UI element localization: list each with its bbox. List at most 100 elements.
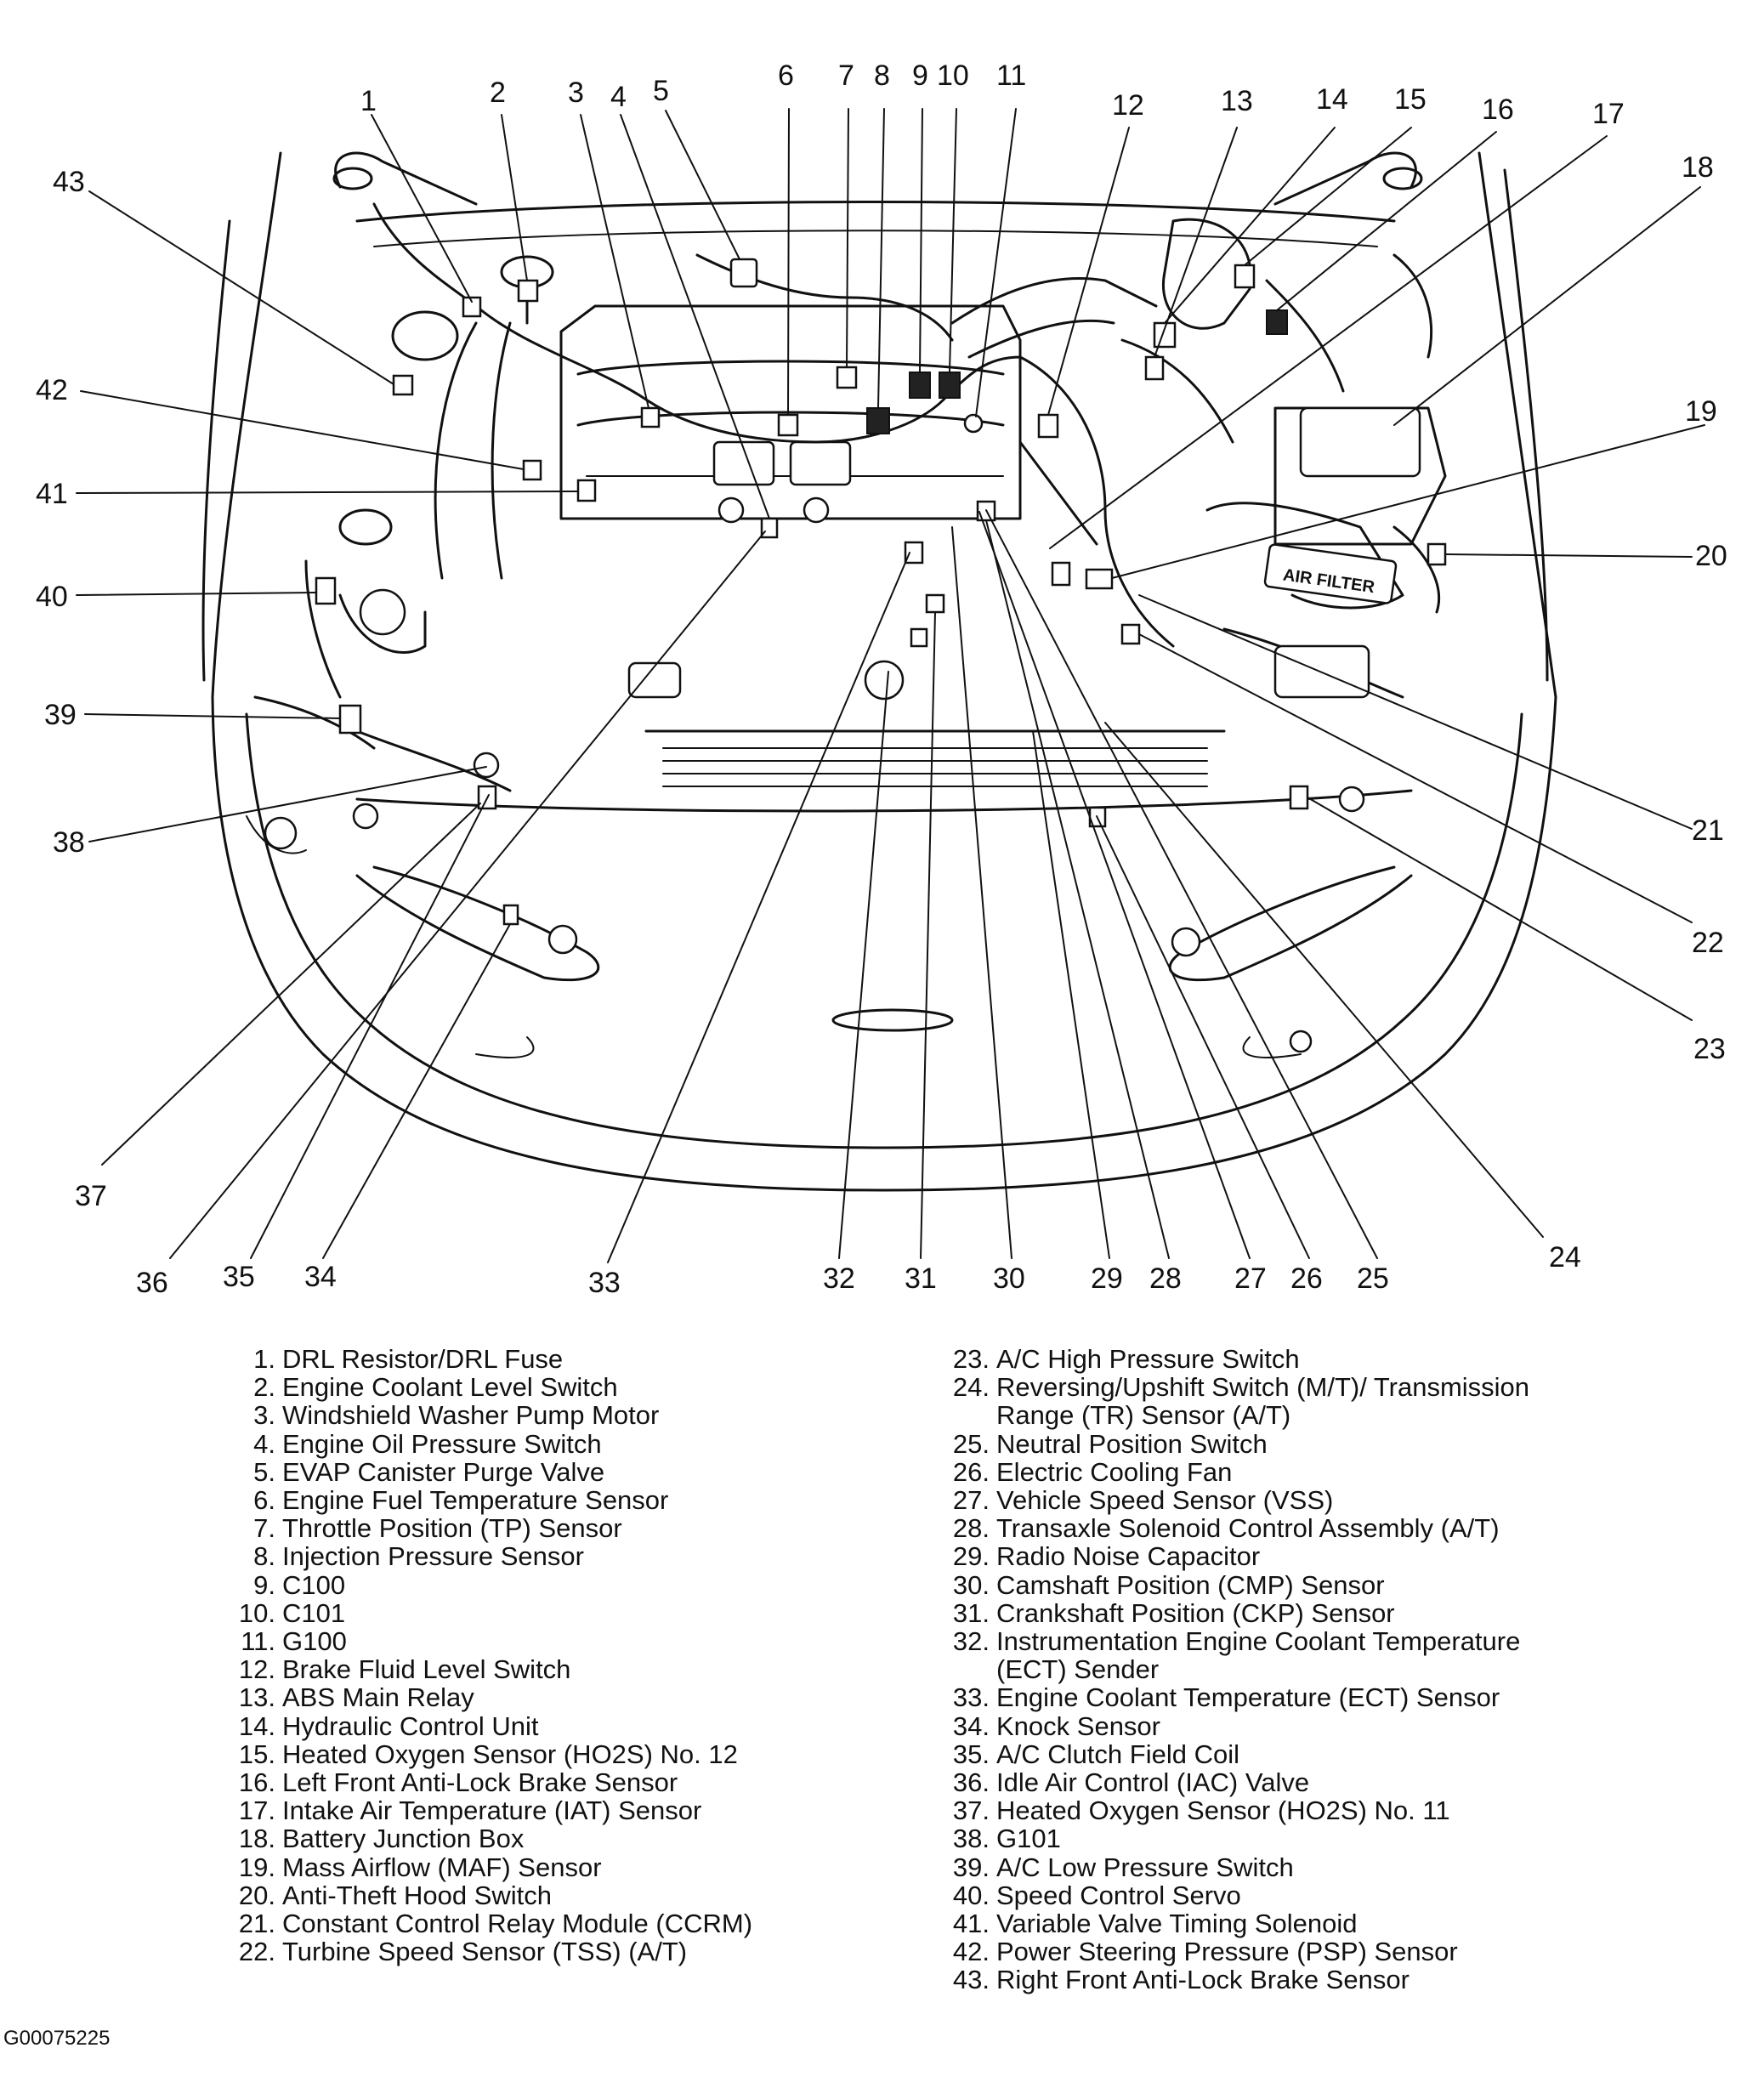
legend-item-number: 29. <box>952 1541 990 1572</box>
leader-24 <box>1104 722 1544 1238</box>
legend-item-number: 5. <box>253 1456 275 1487</box>
callout-22: 22 <box>1692 927 1724 959</box>
legend-item: 14.Hydraulic Control Unit <box>230 1711 876 1740</box>
legend-item: 3.Windshield Washer Pump Motor <box>230 1401 876 1429</box>
legend-item: 18.Battery Junction Box <box>230 1824 876 1852</box>
callout-5: 5 <box>653 75 669 107</box>
legend-item: 15.Heated Oxygen Sensor (HO2S) No. 12 <box>230 1740 876 1768</box>
callout-9: 9 <box>912 60 928 92</box>
leader-38 <box>88 766 487 842</box>
leader-6 <box>787 108 790 416</box>
callout-41: 41 <box>36 478 68 510</box>
legend-item-number: 28. <box>952 1513 990 1544</box>
callout-40: 40 <box>36 581 68 613</box>
leader-25 <box>985 509 1378 1259</box>
legend-item-number: 33. <box>952 1682 990 1713</box>
legend-item-text: A/C High Pressure Switch <box>996 1344 1300 1374</box>
legend-item-number: 31. <box>952 1597 990 1628</box>
figure-id: G00075225 <box>3 2027 111 2050</box>
callout-29: 29 <box>1091 1262 1123 1295</box>
callout-7: 7 <box>838 60 854 92</box>
legend-item-number: 10. <box>238 1597 275 1628</box>
leader-1 <box>371 114 473 303</box>
callout-8: 8 <box>874 60 890 92</box>
legend-item: 9.C100 <box>230 1570 876 1599</box>
callout-31: 31 <box>905 1262 937 1295</box>
legend-item: 4.Engine Oil Pressure Switch <box>230 1428 876 1459</box>
legend-item-text: Intake Air Temperature (IAT) Sensor <box>282 1796 702 1826</box>
legend-item-number: 27. <box>952 1485 990 1516</box>
legend-item-text: Variable Valve Timing Solenoid <box>996 1909 1358 1939</box>
leader-43 <box>88 190 394 385</box>
legend-item-text: G101 <box>996 1824 1061 1854</box>
legend-item: 21.Constant Control Relay Module (CCRM) <box>230 1909 876 1937</box>
callout-23: 23 <box>1693 1033 1726 1065</box>
leader-23 <box>1307 797 1693 1021</box>
legend-item-text: Vehicle Speed Sensor (VSS) <box>996 1485 1334 1516</box>
legend-item-number: 36. <box>952 1767 990 1798</box>
legend-item-number: 42. <box>952 1937 990 1967</box>
legend-item-text: Electric Cooling Fan <box>996 1456 1233 1487</box>
legend-item-number: 21. <box>238 1909 275 1939</box>
legend-item: 40.Speed Control Servo <box>944 1881 1709 1909</box>
legend-item: 33.Engine Coolant Temperature (ECT) Sens… <box>944 1683 1709 1711</box>
legend-item-text: Transaxle Solenoid Control Assembly (A/T… <box>996 1513 1500 1544</box>
legend-item-text: Constant Control Relay Module (CCRM) <box>282 1909 753 1939</box>
callout-2: 2 <box>490 77 506 109</box>
leader-20 <box>1444 553 1693 558</box>
leader-16 <box>1276 131 1497 311</box>
leader-22 <box>1138 633 1693 923</box>
legend-item: 25.Neutral Position Switch <box>944 1429 1709 1458</box>
leader-7 <box>846 108 849 368</box>
leader-42 <box>80 390 525 470</box>
legend-item-number: 12. <box>238 1654 275 1685</box>
legend-item-number: 13. <box>238 1682 275 1713</box>
legend-item-number: 40. <box>952 1880 990 1910</box>
legend-item: 38.G101 <box>944 1824 1709 1852</box>
callout-16: 16 <box>1482 94 1514 126</box>
legend-item-text: Reversing/Upshift Switch (M/T)/ Transmis… <box>996 1372 1530 1431</box>
legend-item-text: Injection Pressure Sensor <box>282 1541 584 1572</box>
legend-item-number: 43. <box>952 1965 990 1995</box>
callout-labels: 1 2 3 4 5 6 7 8 9 10 11 12 13 14 15 16 1… <box>36 60 1727 1299</box>
legend-item: 36.Idle Air Control (IAC) Valve <box>944 1768 1709 1796</box>
callout-25: 25 <box>1357 1262 1389 1295</box>
legend-item-number: 35. <box>952 1739 990 1769</box>
leader-29 <box>1032 730 1110 1259</box>
legend-item-number: 16. <box>238 1767 275 1798</box>
legend-item-text: Battery Junction Box <box>282 1824 525 1854</box>
callout-32: 32 <box>823 1262 855 1295</box>
leader-12 <box>1047 127 1130 416</box>
legend-item-number: 8. <box>253 1541 275 1572</box>
callout-11: 11 <box>996 60 1026 92</box>
leader-9 <box>919 108 923 373</box>
legend-item-number: 38. <box>952 1824 990 1854</box>
legend-item: 2.Engine Coolant Level Switch <box>230 1373 876 1401</box>
engine-compartment-diagram: AIR FILTER <box>36 60 1727 1299</box>
hood-latch-area <box>475 1008 1302 1058</box>
callout-37: 37 <box>75 1180 107 1212</box>
legend-item-text: Engine Oil Pressure Switch <box>282 1428 602 1459</box>
legend-item-number: 39. <box>952 1852 990 1882</box>
leader-26 <box>1096 815 1310 1259</box>
legend-item-number: 22. <box>238 1937 275 1967</box>
legend-item: 41.Variable Valve Timing Solenoid <box>944 1909 1709 1937</box>
callout-38: 38 <box>53 826 85 859</box>
callout-18: 18 <box>1682 151 1714 184</box>
right-side-components: AIR FILTER <box>1162 218 1447 1053</box>
legend-item: 34.Knock Sensor <box>944 1710 1709 1741</box>
legend-item-text: Brake Fluid Level Switch <box>282 1654 571 1685</box>
wiring-harness <box>304 202 1433 792</box>
legend-item-text: Turbine Speed Sensor (TSS) (A/T) <box>282 1937 688 1967</box>
legend-item-number: 34. <box>952 1710 990 1741</box>
legend-item: 6.Engine Fuel Temperature Sensor <box>230 1486 876 1514</box>
callout-1: 1 <box>360 85 377 117</box>
callout-39: 39 <box>44 699 77 731</box>
legend-item-number: 17. <box>238 1796 275 1826</box>
callout-33: 33 <box>588 1267 621 1299</box>
leader-39 <box>84 713 341 719</box>
legend-item-number: 3. <box>253 1400 275 1431</box>
callout-26: 26 <box>1290 1262 1323 1295</box>
legend-item: 23.A/C High Pressure Switch <box>944 1345 1709 1373</box>
